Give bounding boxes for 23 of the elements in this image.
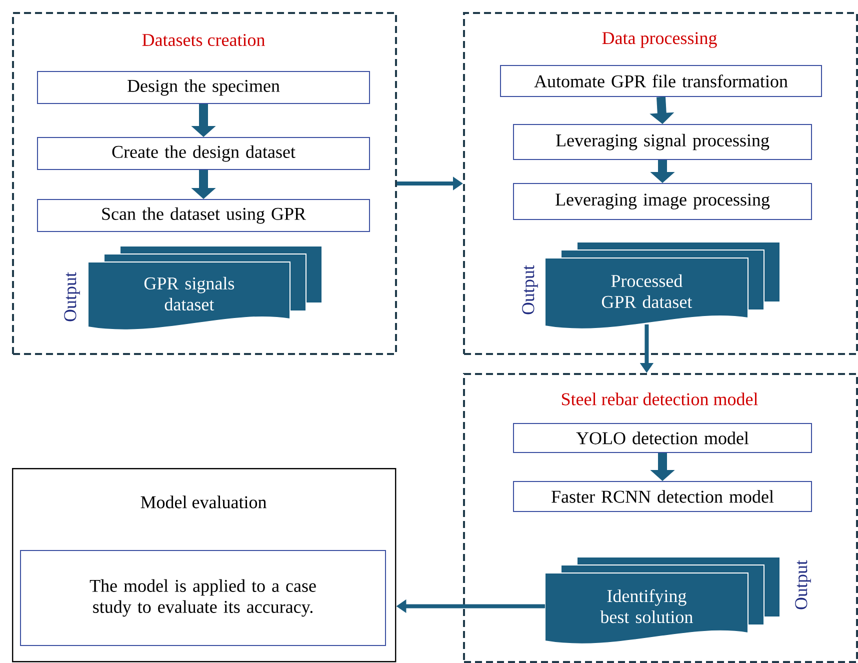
document-stack: Identifying best solution [544, 556, 780, 644]
group-title: Datasets creation [142, 34, 265, 46]
process-box: Scan the dataset using GPR [37, 199, 370, 232]
process-box: Faster RCNN detection model [513, 481, 812, 512]
process-box: Automate GPR file transformation [500, 65, 822, 97]
process-box: Leveraging image processing [513, 183, 812, 220]
document-stack: GPR signals dataset [88, 246, 322, 330]
group-title: Model evaluation [140, 496, 266, 508]
output-label: Output [522, 265, 538, 314]
panel-box [12, 468, 396, 662]
process-box: Leveraging signal processing [513, 124, 812, 160]
output-label: Output [64, 272, 80, 322]
process-box: Create the design dataset [37, 137, 370, 170]
process-box: YOLO detection model [513, 423, 812, 453]
group-box [463, 373, 858, 663]
process-box: Design the specimen [37, 71, 370, 104]
group-title: Steel rebar detection model [562, 392, 758, 406]
process-box: The model is applied to a case study to evaluate its accuracy. [20, 550, 386, 646]
group-box [463, 12, 858, 355]
group-box [12, 12, 397, 355]
document-stack: Processed GPR dataset [544, 242, 780, 330]
output-label: Output [795, 560, 811, 610]
group-title: Data processing [602, 32, 717, 48]
